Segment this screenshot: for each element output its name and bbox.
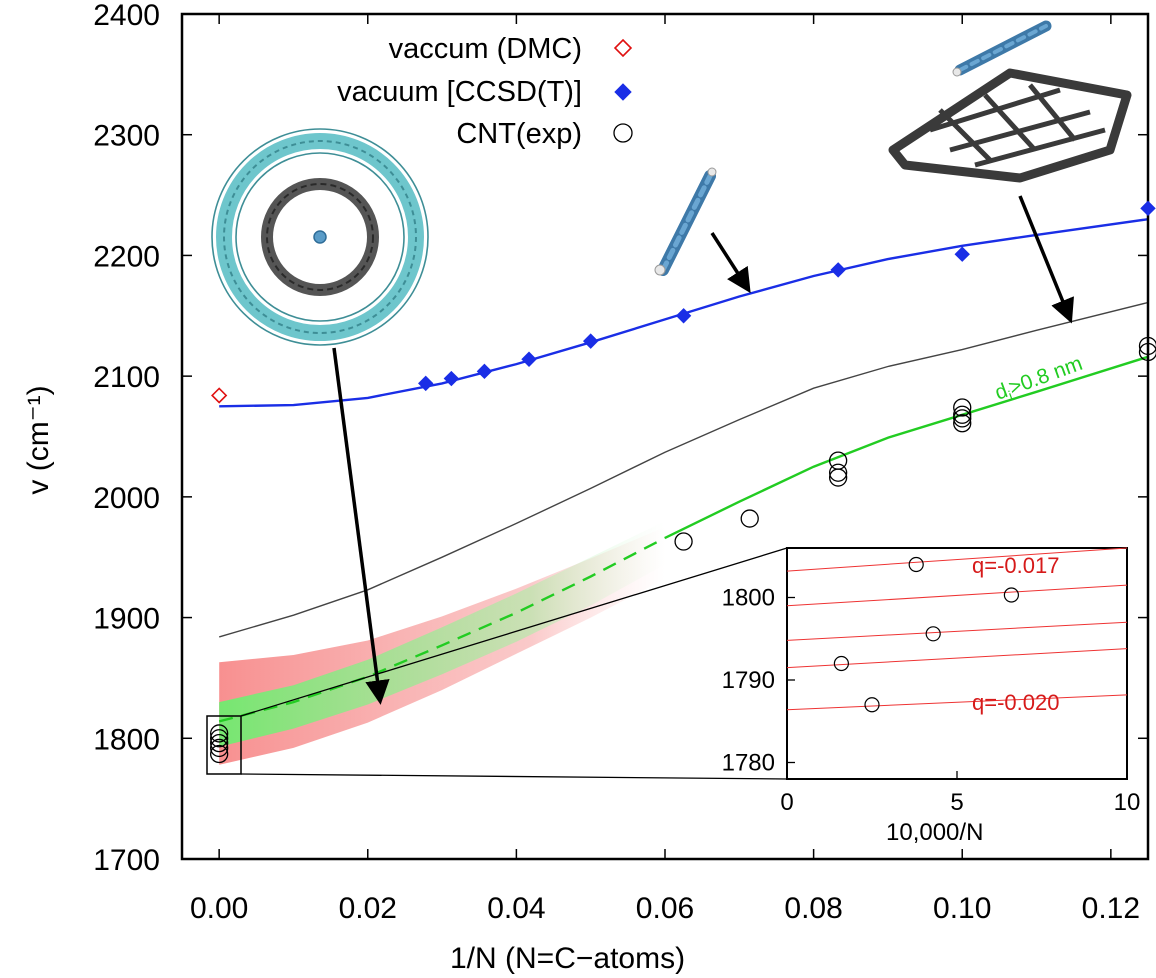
inset-x-axis-title: 10,000/N	[886, 819, 983, 846]
x-tick-label: 0.06	[636, 892, 694, 925]
y-tick-label: 1700	[93, 844, 160, 877]
cnt-exp-point	[210, 729, 229, 748]
ccsdt-point	[443, 370, 460, 387]
ccsdt-point	[954, 246, 970, 262]
axis-ticks: 0.00 0.02 0.04 0.06 0.08 0.10 0.12 1700 1800 1900…	[93, 0, 1148, 925]
cnt-exp-point	[1138, 336, 1156, 356]
ccsdt-point	[521, 351, 537, 367]
y-tick-label: 1900	[93, 603, 160, 636]
y-tick-label: 1800	[93, 723, 160, 756]
inset-ticks: 0 5 10 1780 1790 1800	[722, 585, 1141, 817]
x-tick-label: 0.08	[784, 892, 842, 925]
ccsdt-point	[675, 308, 692, 324]
cnt-exp-point	[953, 398, 972, 417]
cnt-exp-point	[953, 409, 972, 428]
inset-fit-line	[786, 621, 1128, 641]
ccsdt-fit-line	[219, 218, 1149, 408]
x-tick-label: 0.12	[1082, 892, 1140, 925]
dmc-point	[211, 387, 228, 404]
x-tick-label: 0.02	[339, 892, 397, 925]
y-tick-label: 2100	[93, 361, 160, 394]
inset-x-tick-label: 5	[950, 789, 963, 816]
inset-point	[864, 697, 880, 713]
cnt-exp-point	[674, 532, 693, 551]
carbon-chain-illustration	[654, 167, 717, 276]
inset-fit-line	[786, 547, 1128, 572]
ccsdt-point	[418, 375, 434, 392]
nanotube-molecule-illustration	[211, 128, 429, 346]
cnt-model-line	[219, 301, 1149, 638]
inset-point	[908, 556, 924, 573]
arrow-graphene	[1018, 195, 1074, 324]
data-points	[210, 200, 1156, 764]
legend-marker-dmc	[613, 38, 633, 58]
inset-fit-lines	[786, 547, 1128, 711]
cnt-exp-point	[1138, 342, 1156, 362]
graphene-flake-illustration	[888, 20, 1132, 183]
legend-label-dmc: vaccum (DMC)	[389, 33, 582, 65]
y-tick-label: 2400	[93, 0, 160, 32]
legend-marker-cnt	[613, 123, 633, 143]
cnt-exp-point	[740, 509, 759, 528]
zoom-region-box	[206, 715, 242, 775]
ccsdt-point	[582, 333, 599, 349]
ccsdt-point	[830, 262, 846, 278]
zoom-connector-top	[240, 547, 788, 717]
inset-y-tick-label: 1780	[722, 750, 775, 777]
inset-frame	[786, 547, 1128, 780]
y-tick-label: 2000	[93, 482, 160, 515]
inset-plot: 0 5 10 1780 1790 1800 q=-0.017 q=-0.020 10,00…	[722, 547, 1141, 846]
x-axis-title: 1/N (N=C−atoms)	[450, 942, 685, 975]
ccsdt-point	[1140, 200, 1156, 217]
inset-x-tick-label: 10	[1114, 789, 1141, 816]
cnt-fit-line	[664, 355, 1149, 539]
arrow-nanotube	[332, 347, 390, 705]
cnt-exp-point	[953, 414, 972, 433]
x-tick-label: 0.04	[487, 892, 545, 925]
cnt-exp-point	[828, 468, 848, 487]
legend-label-cnt: CNT(exp)	[456, 118, 582, 150]
fit-curves	[218, 218, 1149, 723]
x-tick-label: 0.00	[190, 892, 248, 925]
inset-point	[1003, 587, 1020, 603]
legend-label-ccsdt: vacuum [CCSD(T)]	[337, 76, 582, 108]
legend: vaccum (DMC) vacuum [CCSD(T)] CNT(exp)	[337, 33, 633, 150]
green-uncertainty-band	[219, 521, 665, 747]
ccsdt-point	[476, 363, 493, 380]
zoom-connector-bottom	[240, 773, 788, 780]
inset-point	[925, 626, 941, 642]
inset-fit-line	[786, 584, 1128, 607]
inset-point	[833, 655, 850, 672]
inset-label-q-017: q=-0.017	[972, 553, 1059, 578]
inset-y-tick-label: 1800	[722, 585, 775, 612]
pointer-arrows	[332, 195, 1074, 705]
cnt-fit-dashed-line	[218, 536, 666, 723]
inset-fit-line	[786, 694, 1128, 711]
inset-fit-line	[786, 648, 1128, 669]
legend-marker-ccsdt	[614, 83, 632, 101]
y-tick-label: 2200	[93, 240, 160, 273]
y-tick-label: 2300	[93, 120, 160, 153]
y-axis-title: v (cm⁻¹)	[22, 385, 55, 494]
inset-x-tick-label: 0	[780, 789, 793, 816]
cnt-exp-point	[828, 463, 848, 482]
cnt-exp-point	[210, 724, 229, 743]
cnt-exp-point	[828, 451, 848, 470]
arrow-chain	[710, 232, 751, 294]
cnt-exp-point	[210, 733, 229, 753]
inset-points	[833, 556, 1020, 713]
cnt-exp-point	[210, 738, 229, 758]
cnt-exp-point	[210, 744, 229, 764]
inset-label-q-020: q=-0.020	[972, 690, 1059, 715]
cnt-exp-point	[953, 405, 972, 424]
x-tick-label: 0.10	[933, 892, 991, 925]
inset-y-tick-label: 1790	[722, 667, 775, 694]
